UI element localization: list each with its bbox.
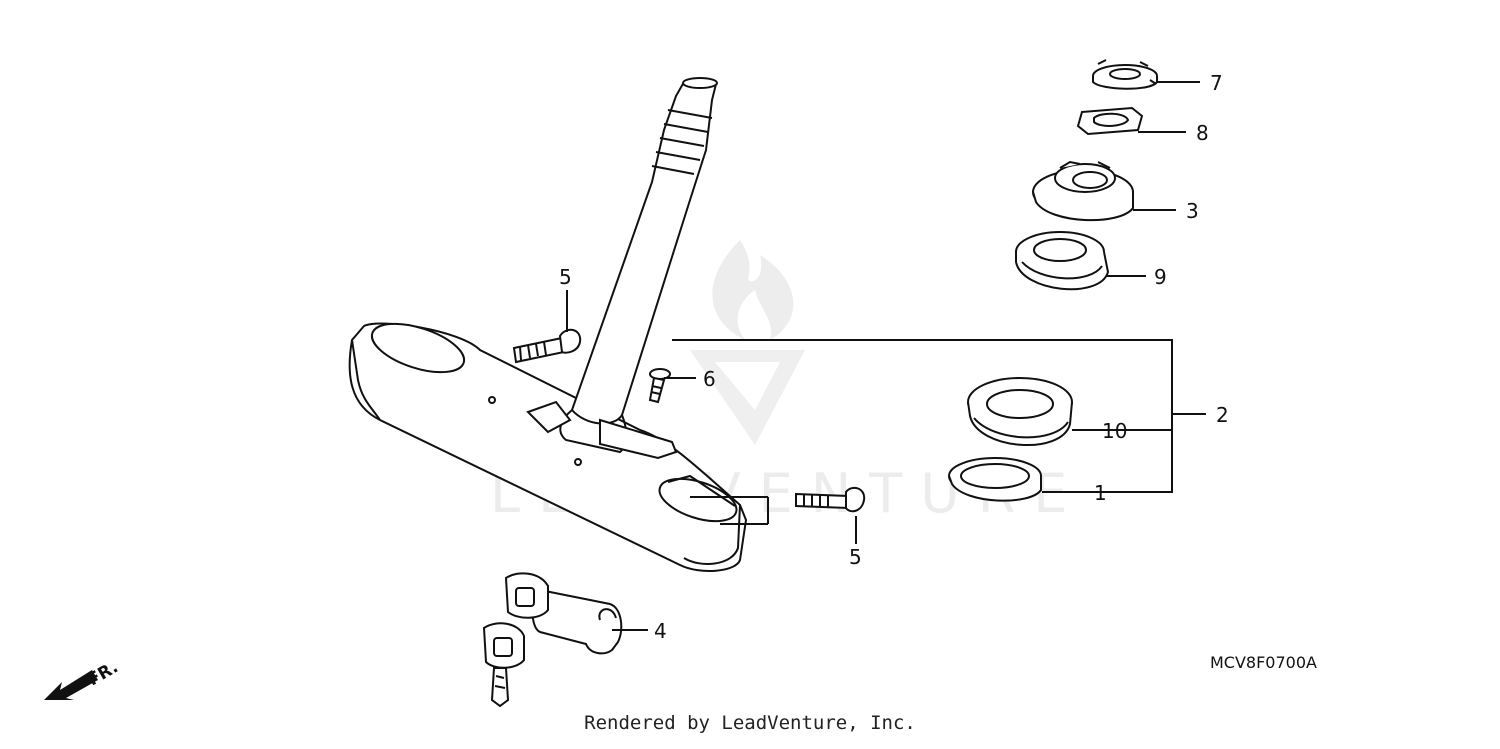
footer-credit: Rendered by LeadVenture, Inc. — [584, 712, 916, 734]
label-part-9: 9 — [1154, 265, 1167, 289]
steering-stem[interactable] — [348, 77, 748, 572]
label-part-4: 4 — [654, 619, 667, 643]
key-head-lower — [482, 622, 525, 669]
label-part-1: 1 — [1094, 481, 1107, 505]
part-1-dust-seal[interactable] — [948, 457, 1042, 502]
part-3-adjusting-nut[interactable] — [1032, 160, 1134, 222]
front-label: FR. — [85, 657, 122, 690]
part-10-lower-bearing[interactable] — [967, 377, 1073, 447]
part-9-upper-bearing[interactable] — [1015, 231, 1110, 291]
front-direction-indicator: FR. — [44, 657, 122, 700]
part-8-lock-washer[interactable] — [1076, 106, 1144, 136]
part-7-lock-nut[interactable] — [1092, 59, 1158, 90]
front-arrow-icon — [44, 670, 98, 700]
stem-tube[interactable] — [570, 80, 718, 425]
part-2-bracket — [672, 339, 1206, 493]
label-part-5-lower: 5 — [849, 545, 862, 569]
part-6-screw[interactable] — [648, 368, 671, 404]
label-part-7: 7 — [1210, 71, 1223, 95]
label-part-2: 2 — [1216, 403, 1229, 427]
part-5-bolt-upper[interactable] — [512, 328, 582, 364]
label-part-6: 6 — [703, 367, 716, 391]
diagram-code: MCV8F0700A — [1210, 653, 1317, 672]
part-5-bolt-lower[interactable] — [795, 486, 866, 513]
label-part-8: 8 — [1196, 121, 1209, 145]
key-head-upper — [504, 572, 549, 619]
leader-lines — [566, 81, 1200, 631]
watermark-v-icon — [690, 350, 805, 445]
part-4-key-lock-set[interactable] — [482, 572, 623, 708]
label-part-3: 3 — [1186, 199, 1199, 223]
watermark-flame-icon — [712, 240, 794, 340]
label-part-5-upper: 5 — [559, 265, 572, 289]
label-part-10: 10 — [1102, 419, 1127, 443]
